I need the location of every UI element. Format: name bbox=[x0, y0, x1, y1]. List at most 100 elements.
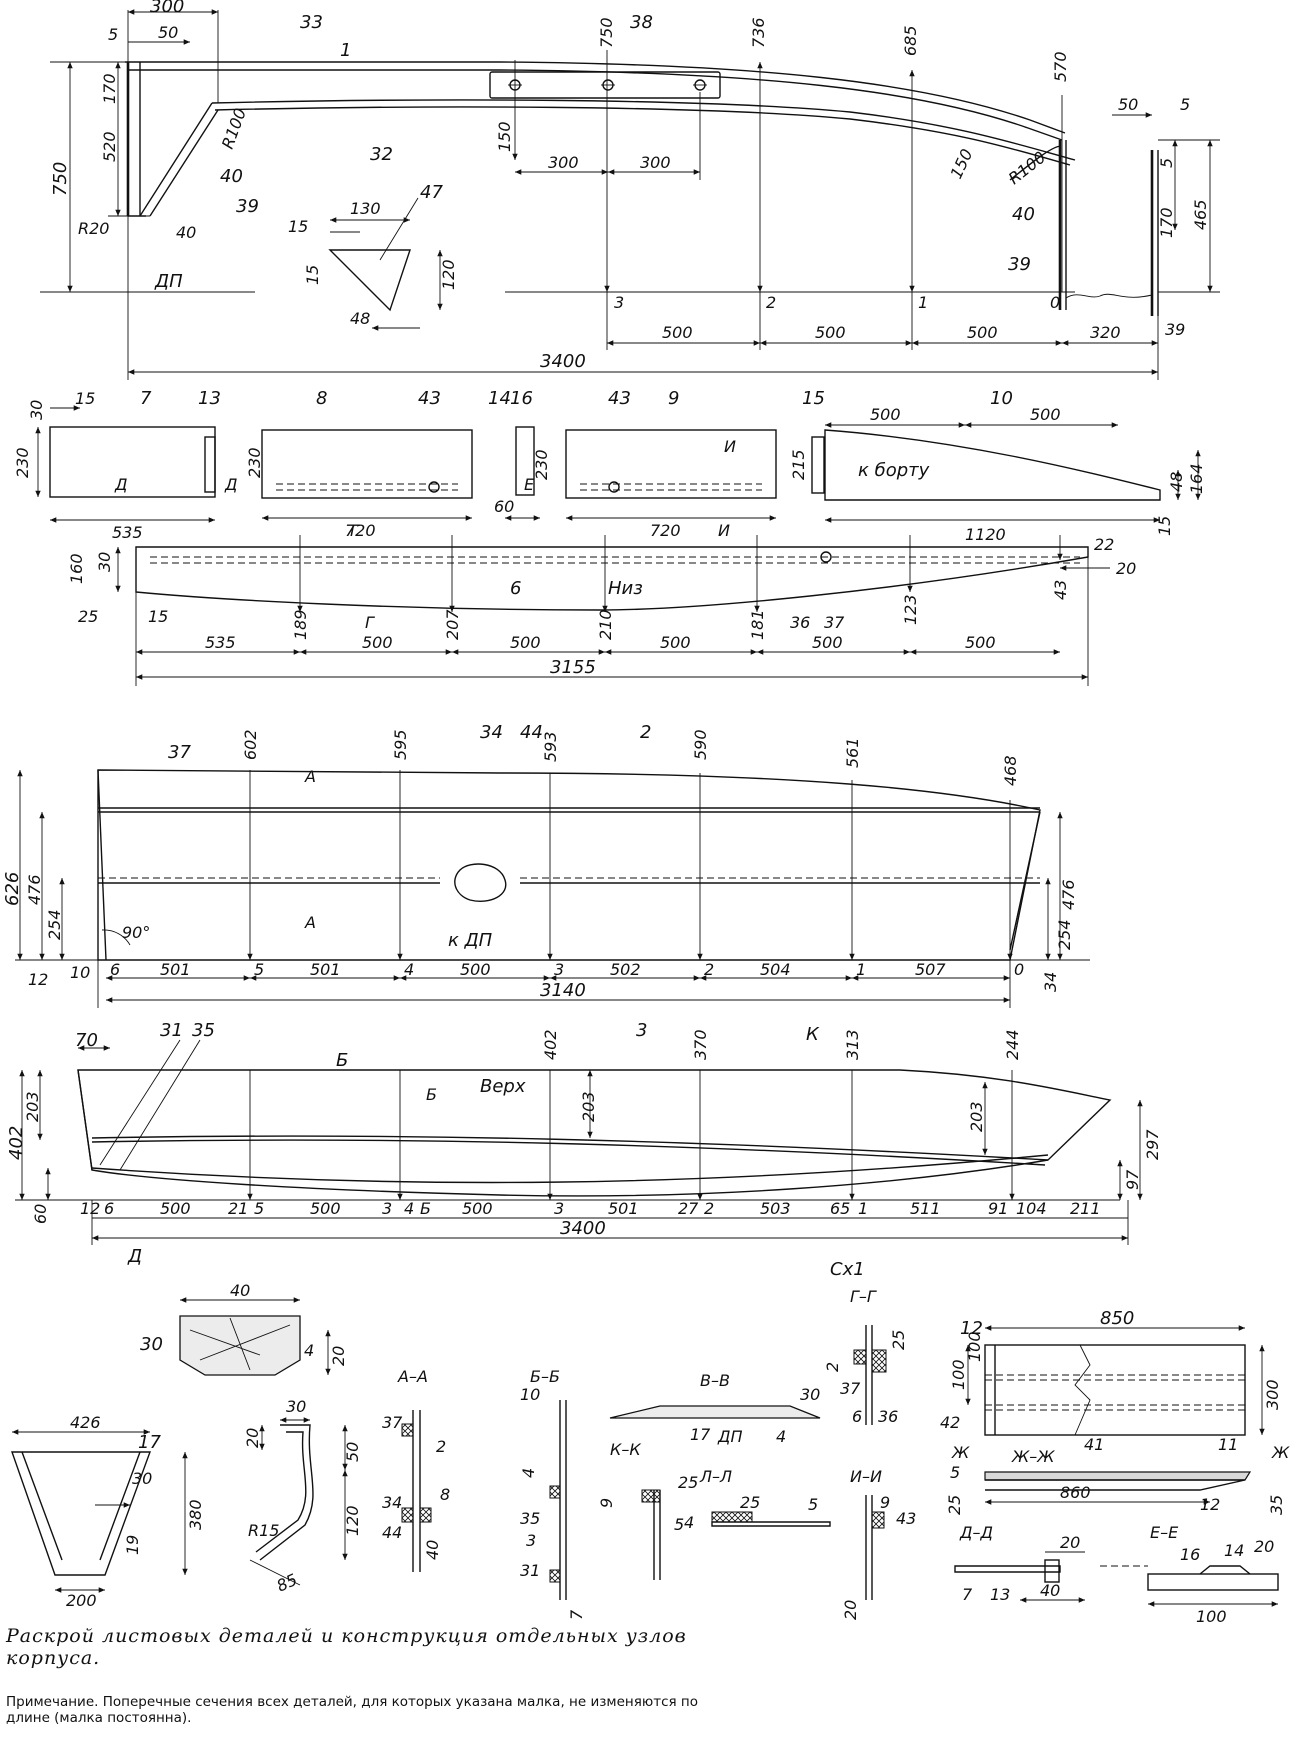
part-1: 1 bbox=[340, 40, 351, 61]
caption-line-2: корпуса. bbox=[6, 1647, 101, 1669]
part-30: 30 bbox=[140, 1334, 163, 1355]
dim-14-230: 230 bbox=[532, 449, 551, 480]
gg-part-36: 36 bbox=[878, 1407, 898, 1426]
part-15: 15 bbox=[802, 388, 825, 409]
dim-2-34: 34 bbox=[1041, 972, 1060, 992]
vv-dim-30: 30 bbox=[800, 1385, 820, 1404]
dim-465: 465 bbox=[1191, 199, 1210, 230]
dim-6-207: 207 bbox=[443, 609, 462, 640]
section-ll: Л–Л 25 5 4 bbox=[684, 1467, 831, 1532]
dim-3-211: 211 bbox=[1070, 1199, 1101, 1218]
dim-12-850: 850 bbox=[1100, 1308, 1134, 1329]
title-dd: Д–Д bbox=[959, 1523, 993, 1542]
dim-6-500a: 500 bbox=[362, 633, 393, 652]
part-43a: 43 bbox=[418, 388, 441, 409]
dim-30-40: 40 bbox=[230, 1281, 250, 1300]
part-33: 33 bbox=[300, 12, 323, 33]
keel-side-view: ДП bbox=[40, 0, 1220, 380]
part-9: 9 bbox=[668, 388, 679, 409]
station-2: 2 bbox=[766, 293, 776, 312]
part-37: 37 bbox=[824, 613, 845, 632]
mark-i2: И bbox=[718, 521, 730, 540]
dim-750-left: 750 bbox=[50, 162, 71, 196]
dim-3-203b: 203 bbox=[579, 1091, 598, 1122]
mark-g2: Г bbox=[365, 613, 375, 632]
dim-2-507: 507 bbox=[915, 960, 946, 979]
dim-3-297: 297 bbox=[1143, 1129, 1162, 1160]
dim-6-500e: 500 bbox=[965, 633, 996, 652]
dim-300: 300 bbox=[150, 0, 184, 17]
dim-6-25: 25 bbox=[78, 607, 98, 626]
vv-label-dp: ДП bbox=[717, 1427, 743, 1446]
part-7: 7 bbox=[140, 388, 152, 409]
label-to-dp: к ДП bbox=[448, 930, 493, 951]
mark-zh1: Ж bbox=[951, 1443, 970, 1462]
dim-12-860: 860 bbox=[1060, 1483, 1091, 1502]
p2-station-1: 1 bbox=[856, 960, 866, 979]
dim-br-20: 20 bbox=[243, 1428, 262, 1448]
dim-7-15: 15 bbox=[75, 389, 95, 408]
part-39-right: 39 bbox=[1008, 254, 1031, 275]
dim-3-402: 402 bbox=[541, 1029, 560, 1060]
dim-2-602: 602 bbox=[241, 729, 260, 760]
dim-br-120: 120 bbox=[343, 1505, 362, 1536]
dim-3-501: 501 bbox=[608, 1199, 639, 1218]
dim-5: 5 bbox=[108, 25, 118, 44]
label-bottom: Низ bbox=[608, 578, 643, 599]
dim-7-230: 230 bbox=[13, 447, 32, 478]
dim-750: 750 bbox=[597, 17, 616, 48]
p3-station-6: 6 bbox=[104, 1199, 114, 1218]
dim-2-626: 626 bbox=[2, 872, 23, 906]
dim-6-3155: 3155 bbox=[550, 657, 596, 678]
ee-part-14: 14 bbox=[1224, 1541, 1244, 1560]
title-vv: В–В bbox=[700, 1371, 730, 1390]
dim-3-60: 60 bbox=[31, 1204, 50, 1224]
p3-station-2: 2 bbox=[704, 1199, 714, 1218]
dim-30-4: 4 bbox=[304, 1341, 314, 1360]
p3-station-4: 4 bbox=[404, 1199, 414, 1218]
ee-dim-20: 20 bbox=[1254, 1537, 1274, 1556]
dim-3-370: 370 bbox=[691, 1029, 710, 1060]
dim-15b: 15 bbox=[303, 265, 322, 285]
dim-12-5: 5 bbox=[950, 1463, 960, 1482]
part-3: 3 bbox=[636, 1020, 647, 1041]
p2-station-0: 0 bbox=[1014, 960, 1024, 979]
dim-150: 150 bbox=[495, 121, 514, 152]
p2-station-2: 2 bbox=[704, 960, 714, 979]
dim-50: 50 bbox=[158, 23, 178, 42]
dim-3-313: 313 bbox=[843, 1029, 862, 1060]
dim-170: 170 bbox=[100, 73, 119, 104]
dim-6-535: 535 bbox=[205, 633, 236, 652]
mark-i1: И bbox=[724, 437, 736, 456]
bb-dim-7: 7 bbox=[567, 1609, 586, 1620]
label-to-board: к борту bbox=[858, 460, 930, 481]
dim-685: 685 bbox=[901, 25, 920, 56]
dim-6-181: 181 bbox=[748, 609, 767, 640]
mark-a2: А bbox=[304, 913, 316, 932]
vv-part-17: 17 bbox=[690, 1425, 711, 1444]
section-vv: В–В 30 17 ДП 4 bbox=[609, 1371, 820, 1446]
dim-17-426: 426 bbox=[70, 1413, 101, 1432]
gg-dim-2: 2 bbox=[823, 1362, 842, 1372]
detail-bracket: 30 20 50 120 R15 85 bbox=[243, 1397, 362, 1596]
ll-dim-4: 4 bbox=[684, 1513, 694, 1532]
dd-dim-40: 40 bbox=[1040, 1581, 1060, 1600]
part-31: 31 bbox=[160, 1020, 183, 1041]
part-44: 44 bbox=[520, 722, 543, 743]
title-kk: К–К bbox=[610, 1440, 641, 1459]
part-32: 32 bbox=[370, 144, 393, 165]
part-12b: 12 bbox=[1200, 1495, 1220, 1514]
dim-3-97: 97 bbox=[1123, 1169, 1142, 1190]
dim-3-402-left: 402 bbox=[6, 1126, 27, 1160]
part-10: 10 bbox=[990, 388, 1013, 409]
dim-8-720: 720 bbox=[345, 521, 376, 540]
part-8: 8 bbox=[316, 388, 327, 409]
part-47: 47 bbox=[420, 182, 443, 203]
part-38: 38 bbox=[630, 12, 653, 33]
part-17: 17 bbox=[138, 1432, 161, 1453]
dim-3-500b: 500 bbox=[310, 1199, 341, 1218]
section-dd: Д–Д 20 7 13 40 bbox=[954, 1523, 1085, 1604]
kk-dim-25: 25 bbox=[678, 1473, 698, 1492]
ii-dim-9: 9 bbox=[880, 1493, 890, 1512]
dim-s320: 320 bbox=[1090, 323, 1121, 342]
